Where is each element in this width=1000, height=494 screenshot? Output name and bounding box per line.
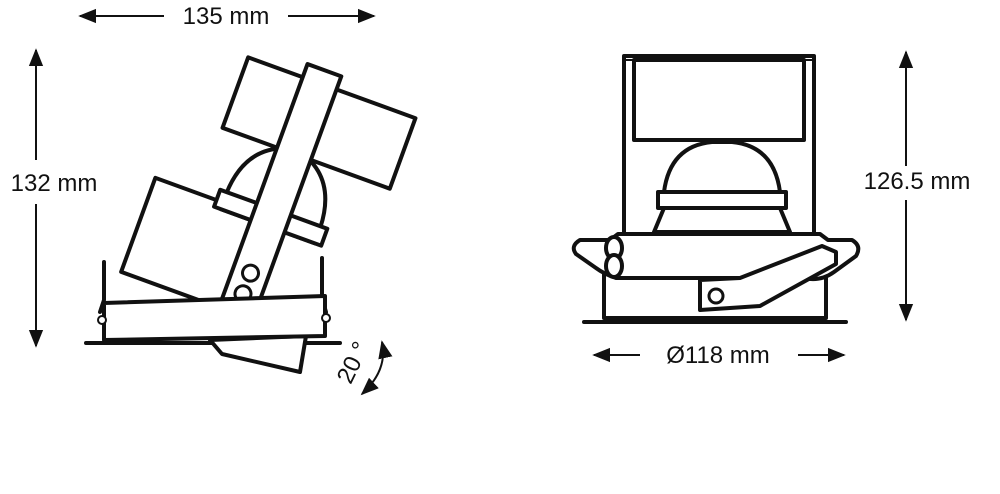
front-reflector-dome (662, 140, 782, 194)
tilt-angle-arc (360, 340, 393, 396)
tilt-angle-label: 20 ° (332, 337, 375, 387)
side-trim-plate (102, 294, 327, 342)
side-view (84, 55, 418, 374)
front-diameter-label: Ø118 mm (666, 342, 770, 369)
front-tilt-bracket (698, 244, 838, 312)
front-bracket-screw (707, 287, 725, 305)
side-trim-pin-right (321, 313, 331, 323)
side-width-label: 135 mm (183, 3, 270, 30)
front-clip-cylinder-2 (604, 253, 624, 279)
side-height-dimension: 132 mm (11, 48, 98, 348)
side-height-label: 132 mm (11, 170, 98, 197)
side-left-spring (98, 260, 106, 314)
front-lamp-neck (652, 206, 792, 234)
front-diameter-dimension: Ø118 mm (592, 342, 846, 369)
side-tilted-lamp-assembly (119, 55, 418, 319)
side-width-dimension: 135 mm (78, 3, 376, 30)
front-height-dimension: 126.5 mm (864, 50, 971, 322)
side-screw-1 (241, 263, 261, 283)
front-height-label: 126.5 mm (864, 168, 971, 195)
side-lower-body (208, 334, 308, 374)
front-view (571, 54, 861, 324)
side-trim-pin-left (97, 315, 107, 325)
front-driver-panel (632, 58, 806, 142)
front-ring (656, 190, 788, 210)
tilt-angle-dimension: 20 ° (332, 337, 393, 396)
